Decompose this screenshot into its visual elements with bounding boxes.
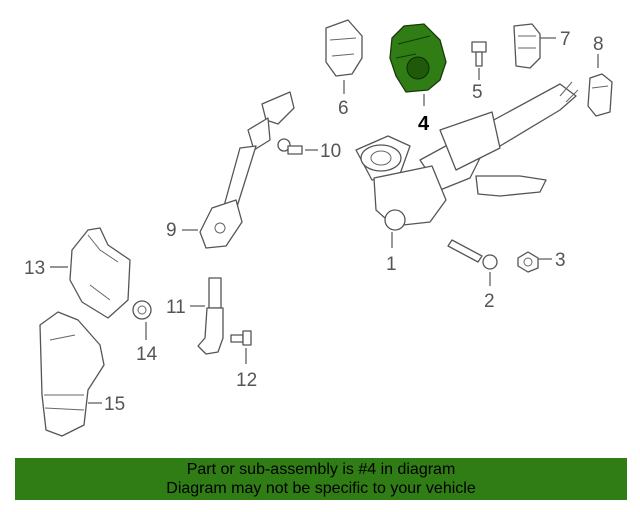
callout-4: 4 [418,113,430,135]
part-7-connector[interactable] [513,23,541,69]
part-14-grommet[interactable] [132,300,152,320]
part-4-highlighted-switch[interactable] [389,23,447,93]
part-5-bolt[interactable] [471,41,487,67]
part-3-nut[interactable] [517,251,539,273]
callout-15: 15 [104,394,125,415]
part-8-sensor[interactable] [587,73,613,117]
part-2-bolt[interactable] [447,239,498,270]
callout-8: 8 [593,34,604,55]
part-6-lock-cylinder[interactable] [325,19,363,77]
banner-line-1: Part or sub-assembly is #4 in diagram [186,461,456,478]
callout-13: 13 [24,258,45,279]
part-9-steering-shaft[interactable] [199,91,295,249]
part-13-column-cover[interactable] [69,227,131,319]
part-info-banner: Part or sub-assembly is #4 in diagram Di… [15,458,627,500]
part-1-steering-column[interactable] [355,81,579,231]
part-10-bolt[interactable] [277,138,303,155]
callout-12: 12 [236,370,257,391]
callout-3: 3 [555,250,566,271]
callout-1: 1 [386,254,397,275]
part-15-lower-cover[interactable] [39,311,105,437]
steering-column-exploded-diagram: 13 15 14 11 12 9 10 [24,19,613,437]
callout-6: 6 [338,98,349,119]
callout-7: 7 [560,29,571,50]
callout-14: 14 [136,344,158,365]
part-12-bolt[interactable] [230,330,252,346]
callout-5: 5 [472,82,483,103]
callout-2: 2 [484,291,495,312]
callout-9: 9 [166,220,177,241]
part-11-intermediate-shaft[interactable] [197,277,224,355]
callout-11: 11 [166,297,186,318]
callout-10: 10 [320,141,341,162]
banner-line-2: Diagram may not be specific to your vehi… [166,480,476,497]
